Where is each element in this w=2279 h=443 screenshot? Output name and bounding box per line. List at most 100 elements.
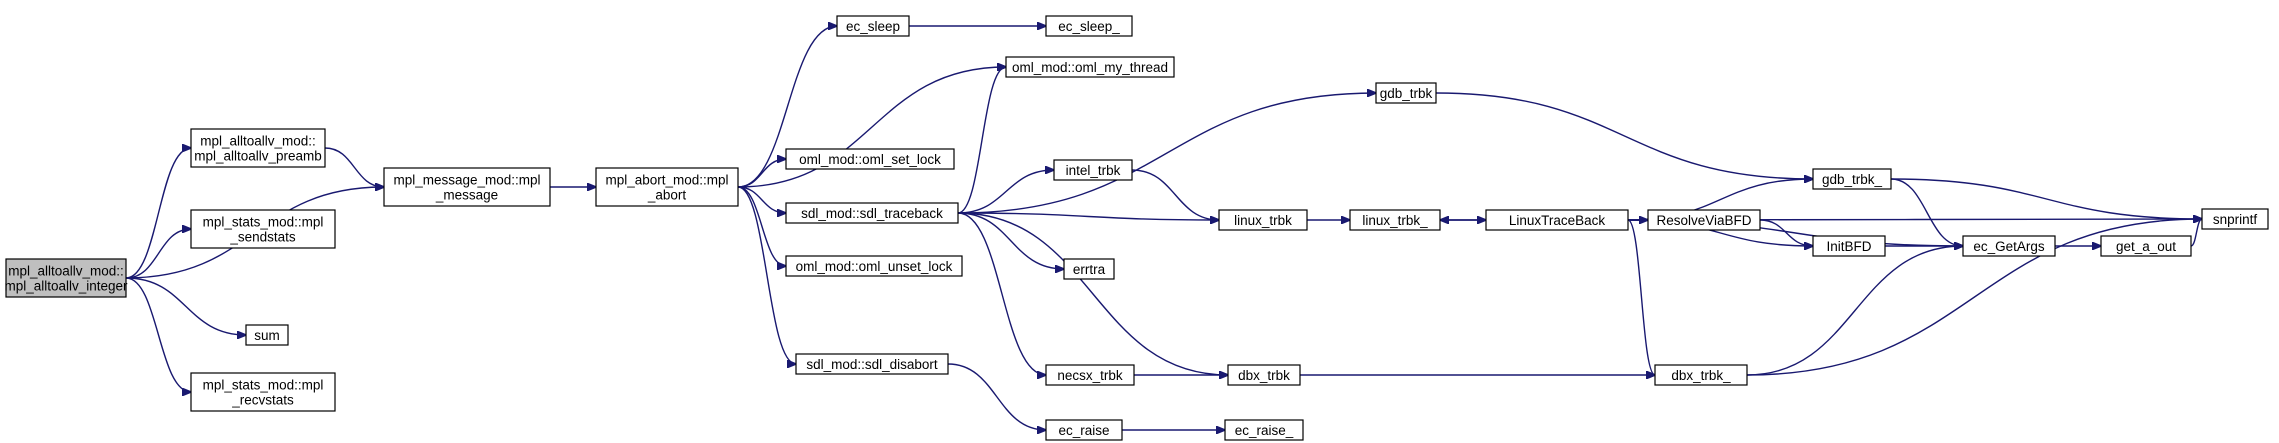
- node-box: [785, 148, 955, 170]
- node-label: ec_sleep_: [1058, 19, 1120, 34]
- node-box: [1812, 168, 1892, 190]
- node-box: [795, 353, 949, 375]
- node-box: [383, 167, 551, 207]
- edge-traceback-to-linux-trbk: [957, 212, 1219, 220]
- node-errtra[interactable]: errtra: [1063, 258, 1115, 280]
- node-label: dbx_trbk: [1238, 368, 1290, 383]
- node-label: errtra: [1073, 262, 1106, 277]
- node-box: [190, 128, 326, 168]
- node-gdb-trbk[interactable]: gdb_trbk: [1375, 82, 1437, 104]
- node-box: [1654, 364, 1748, 386]
- node-label: LinuxTraceBack: [1509, 213, 1606, 228]
- node-set-lock[interactable]: oml_mod::oml_set_lock: [785, 148, 955, 170]
- node-box: [836, 15, 910, 37]
- edge-traceback-to-errtra: [957, 212, 1064, 269]
- node-box: [1005, 56, 1175, 78]
- node-box: [1812, 235, 1886, 257]
- node-unset-lock[interactable]: oml_mod::oml_unset_lock: [785, 255, 963, 277]
- node-box: [190, 209, 336, 249]
- edge-disabort-to-ec-raise: [947, 363, 1046, 430]
- node-label: _sendstats: [229, 230, 296, 245]
- node-label: linux_trbk: [1234, 213, 1292, 228]
- node-box: [1053, 159, 1133, 181]
- node-message[interactable]: mpl_message_mod::mpl_message: [383, 167, 551, 207]
- node-disabort[interactable]: sdl_mod::sdl_disabort: [795, 353, 949, 375]
- node-intel-trbk[interactable]: intel_trbk: [1053, 159, 1133, 181]
- node-root[interactable]: mpl_alltoallv_mod::mpl_alltoallv_integer: [4, 258, 128, 298]
- node-label: mpl_stats_mod::mpl: [203, 215, 324, 230]
- node-label: sdl_mod::sdl_traceback: [801, 206, 943, 221]
- node-snprintf[interactable]: snprintf: [2201, 208, 2269, 230]
- node-initbfd[interactable]: InitBFD: [1812, 235, 1886, 257]
- node-box: [1349, 209, 1441, 231]
- edges-layer: [125, 26, 2202, 430]
- nodes-layer: mpl_alltoallv_mod::mpl_alltoallv_integer…: [4, 15, 2269, 441]
- node-box: [785, 202, 959, 224]
- node-ec-raise[interactable]: ec_raise: [1045, 419, 1123, 441]
- node-resolveviabfd[interactable]: ResolveViaBFD: [1647, 209, 1761, 231]
- node-box: [5, 258, 127, 298]
- node-label: oml_mod::oml_unset_lock: [796, 259, 953, 274]
- node-sendstats[interactable]: mpl_stats_mod::mpl_sendstats: [190, 209, 336, 249]
- node-preamb[interactable]: mpl_alltoallv_mod::mpl_alltoallv_preamb: [190, 128, 326, 168]
- node-label: _recvstats: [231, 393, 294, 408]
- node-label: gdb_trbk: [1380, 86, 1433, 101]
- node-my-thread[interactable]: oml_mod::oml_my_thread: [1005, 56, 1175, 78]
- node-label: get_a_out: [2116, 239, 2176, 254]
- node-box: [1045, 364, 1135, 386]
- node-label: mpl_alltoallv_mod::: [200, 134, 316, 149]
- node-label: oml_mod::oml_my_thread: [1012, 60, 1168, 75]
- node-linuxtraceback[interactable]: LinuxTraceBack: [1485, 209, 1629, 231]
- node-label: mpl_alltoallv_mod::: [8, 264, 124, 279]
- node-box: [1063, 258, 1115, 280]
- node-label: _message: [435, 188, 498, 203]
- node-label: linux_trbk_: [1362, 213, 1428, 228]
- edge-abort-to-traceback: [737, 186, 786, 213]
- node-necsx-trbk[interactable]: necsx_trbk: [1045, 364, 1135, 386]
- edge-preamb-to-message: [324, 147, 384, 187]
- node-dbx-trbk[interactable]: dbx_trbk_: [1654, 364, 1748, 386]
- edge-traceback-to-my-thread: [957, 67, 1006, 214]
- node-label: ec_raise: [1058, 423, 1109, 438]
- node-label: ResolveViaBFD: [1656, 213, 1751, 228]
- node-label: sum: [254, 328, 280, 343]
- edge-linuxtraceback-to-dbx-trbk: [1627, 219, 1655, 375]
- edge-traceback-to-intel-trbk: [957, 170, 1054, 214]
- edge-get-a-out-to-snprintf: [2190, 219, 2202, 247]
- edge-root-to-sum: [125, 277, 246, 335]
- node-box: [1224, 419, 1304, 441]
- edge-abort-to-set-lock: [737, 159, 786, 188]
- node-dbx-trbk[interactable]: dbx_trbk: [1227, 364, 1301, 386]
- node-label: mpl_message_mod::mpl: [393, 173, 540, 188]
- node-ec-sleep[interactable]: ec_sleep_: [1045, 15, 1133, 37]
- node-label: mpl_alltoallv_preamb: [194, 149, 322, 164]
- node-label: snprintf: [2213, 212, 2258, 227]
- node-box: [1647, 209, 1761, 231]
- node-label: mpl_alltoallv_integer: [4, 279, 128, 294]
- node-linux-trbk[interactable]: linux_trbk: [1218, 209, 1308, 231]
- node-linux-trbk[interactable]: linux_trbk_: [1349, 209, 1441, 231]
- node-label: necsx_trbk: [1057, 368, 1123, 383]
- node-sum[interactable]: sum: [245, 324, 289, 346]
- node-box: [1218, 209, 1308, 231]
- node-gdb-trbk[interactable]: gdb_trbk_: [1812, 168, 1892, 190]
- node-ec-raise[interactable]: ec_raise_: [1224, 419, 1304, 441]
- edge-traceback-to-dbx-trbk: [957, 212, 1228, 375]
- node-box: [1375, 82, 1437, 104]
- node-label: sdl_mod::sdl_disabort: [806, 357, 938, 372]
- node-abort[interactable]: mpl_abort_mod::mpl_abort: [595, 167, 739, 207]
- node-ec-sleep[interactable]: ec_sleep: [836, 15, 910, 37]
- edge-root-to-sendstats: [125, 229, 191, 279]
- node-box: [595, 167, 739, 207]
- edge-dbx-trbk-to-snprintf: [1746, 219, 2202, 376]
- node-ec-getargs[interactable]: ec_GetArgs: [1962, 235, 2056, 257]
- node-label: _abort: [647, 188, 687, 203]
- node-recvstats[interactable]: mpl_stats_mod::mpl_recvstats: [190, 372, 336, 412]
- node-box: [2201, 208, 2269, 230]
- edge-abort-to-ec-sleep: [737, 26, 837, 188]
- node-get-a-out[interactable]: get_a_out: [2100, 235, 2192, 257]
- node-traceback[interactable]: sdl_mod::sdl_traceback: [785, 202, 959, 224]
- node-label: mpl_abort_mod::mpl: [605, 173, 728, 188]
- edge-root-to-preamb: [125, 148, 191, 279]
